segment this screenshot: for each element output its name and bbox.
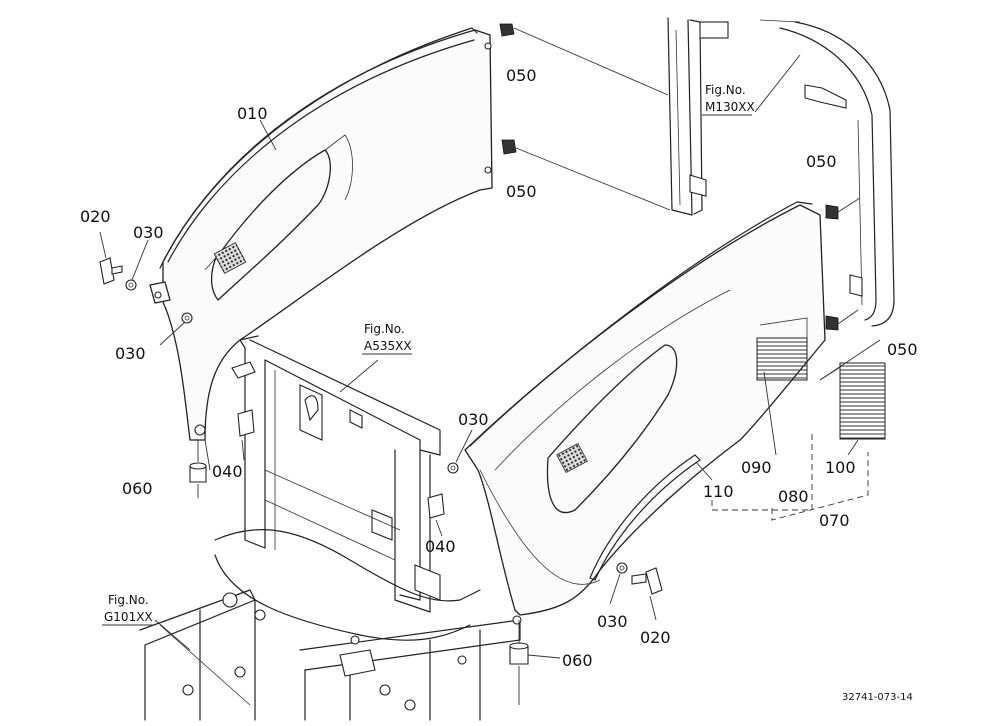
cab-frame-assembly <box>667 17 895 327</box>
fig-ref-g101-line2: G101XX <box>104 610 153 624</box>
callout-080: 080 <box>778 487 809 506</box>
callout-050-top: 050 <box>506 66 537 85</box>
callout-090: 090 <box>741 458 772 477</box>
callout-030-top-left: 030 <box>133 223 164 242</box>
callout-110: 110 <box>703 482 734 501</box>
callout-050-mid: 050 <box>506 182 537 201</box>
drawing-number: 32741-073-14 <box>842 692 913 703</box>
callout-070: 070 <box>819 511 850 530</box>
small-parts <box>99 23 839 665</box>
decal-100 <box>839 362 886 440</box>
leader-lines <box>99 27 881 705</box>
callout-020-right: 020 <box>640 628 671 647</box>
center-mounting-frame <box>231 335 441 613</box>
callout-050-right: 050 <box>887 340 918 359</box>
group-brackets <box>711 430 869 521</box>
fig-ref-a535-line1: Fig.No. <box>364 322 405 336</box>
callout-060-left: 060 <box>122 479 153 498</box>
figure-references: Fig.No. M130XX Fig.No. A535XX Fig.No. G1… <box>102 83 755 626</box>
callout-020-left: 020 <box>80 207 111 226</box>
fig-ref-a535-line2: A535XX <box>364 339 412 353</box>
callout-030-bottom: 030 <box>597 612 628 631</box>
fig-ref-m130-line1: Fig.No. <box>705 83 746 97</box>
callout-030-center: 030 <box>458 410 489 429</box>
callout-040-left: 040 <box>212 462 243 481</box>
right-side-cover <box>464 201 826 616</box>
left-side-cover <box>149 27 493 441</box>
callout-010: 010 <box>237 104 268 123</box>
callout-060-bottom: 060 <box>562 651 593 670</box>
callout-040-right: 040 <box>425 537 456 556</box>
trim-strip-110 <box>589 454 701 581</box>
callout-050-right-top: 050 <box>806 152 837 171</box>
fig-ref-m130-line2: M130XX <box>705 100 755 114</box>
callout-labels: 010 020 030 030 050 050 050 050 040 040 … <box>80 66 918 670</box>
callout-030-left: 030 <box>115 344 146 363</box>
fig-ref-g101-line1: Fig.No. <box>108 593 149 607</box>
callout-100: 100 <box>825 458 856 477</box>
chassis-frame <box>139 529 521 721</box>
decal-090 <box>756 337 808 381</box>
